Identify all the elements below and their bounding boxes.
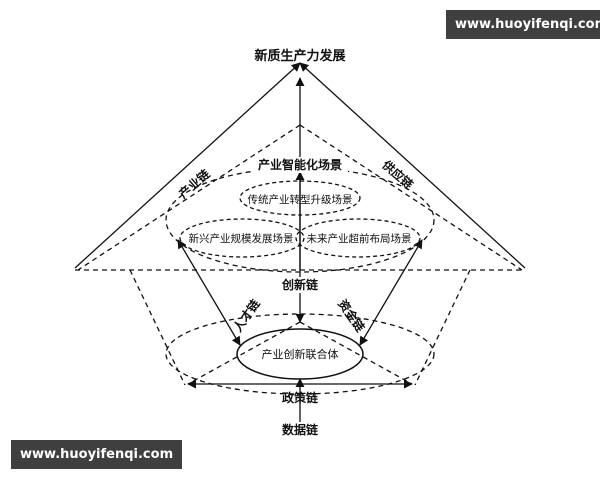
talent-chain-label: 人才链 [230,296,264,335]
capital-chain-arrow [359,239,423,346]
supply-chain-label: 供应链 [379,156,418,192]
emerging-industry-label: 新兴产业规模发展场景 [189,232,294,245]
watermark-bottom: www.huoyifenqi.com [11,440,183,469]
lower-triangle-left [187,321,301,385]
apex-label: 新质生产力发展 [254,48,346,64]
supply-chain-edge [299,62,526,269]
lower-triangle-right [299,321,413,385]
traditional-industry-label: 传统产业转型升级场景 [248,193,353,206]
innovation-chain-label: 创新链 [281,277,319,292]
emerging-industry-ellipse [179,218,305,258]
core-consortium-label: 产业创新联合体 [262,347,339,361]
talent-chain-arrow [177,239,241,346]
left-base-dashed-line [129,269,186,386]
inner-pyramid-right-edge [299,124,523,271]
industry-intelligence-scene-label: 产业智能化场景 [258,157,342,172]
industry-chain-edge [74,62,301,269]
data-chain-label: 数据链 [282,422,319,437]
watermark-top: www.huoyifenqi.com [446,10,600,39]
future-industry-ellipse [295,218,421,258]
inner-pyramid-left-edge [77,124,301,271]
policy-chain-label: 政策链 [282,390,319,405]
right-base-dashed-line [414,269,471,386]
future-industry-label: 未来产业超前布局场景 [307,232,412,245]
